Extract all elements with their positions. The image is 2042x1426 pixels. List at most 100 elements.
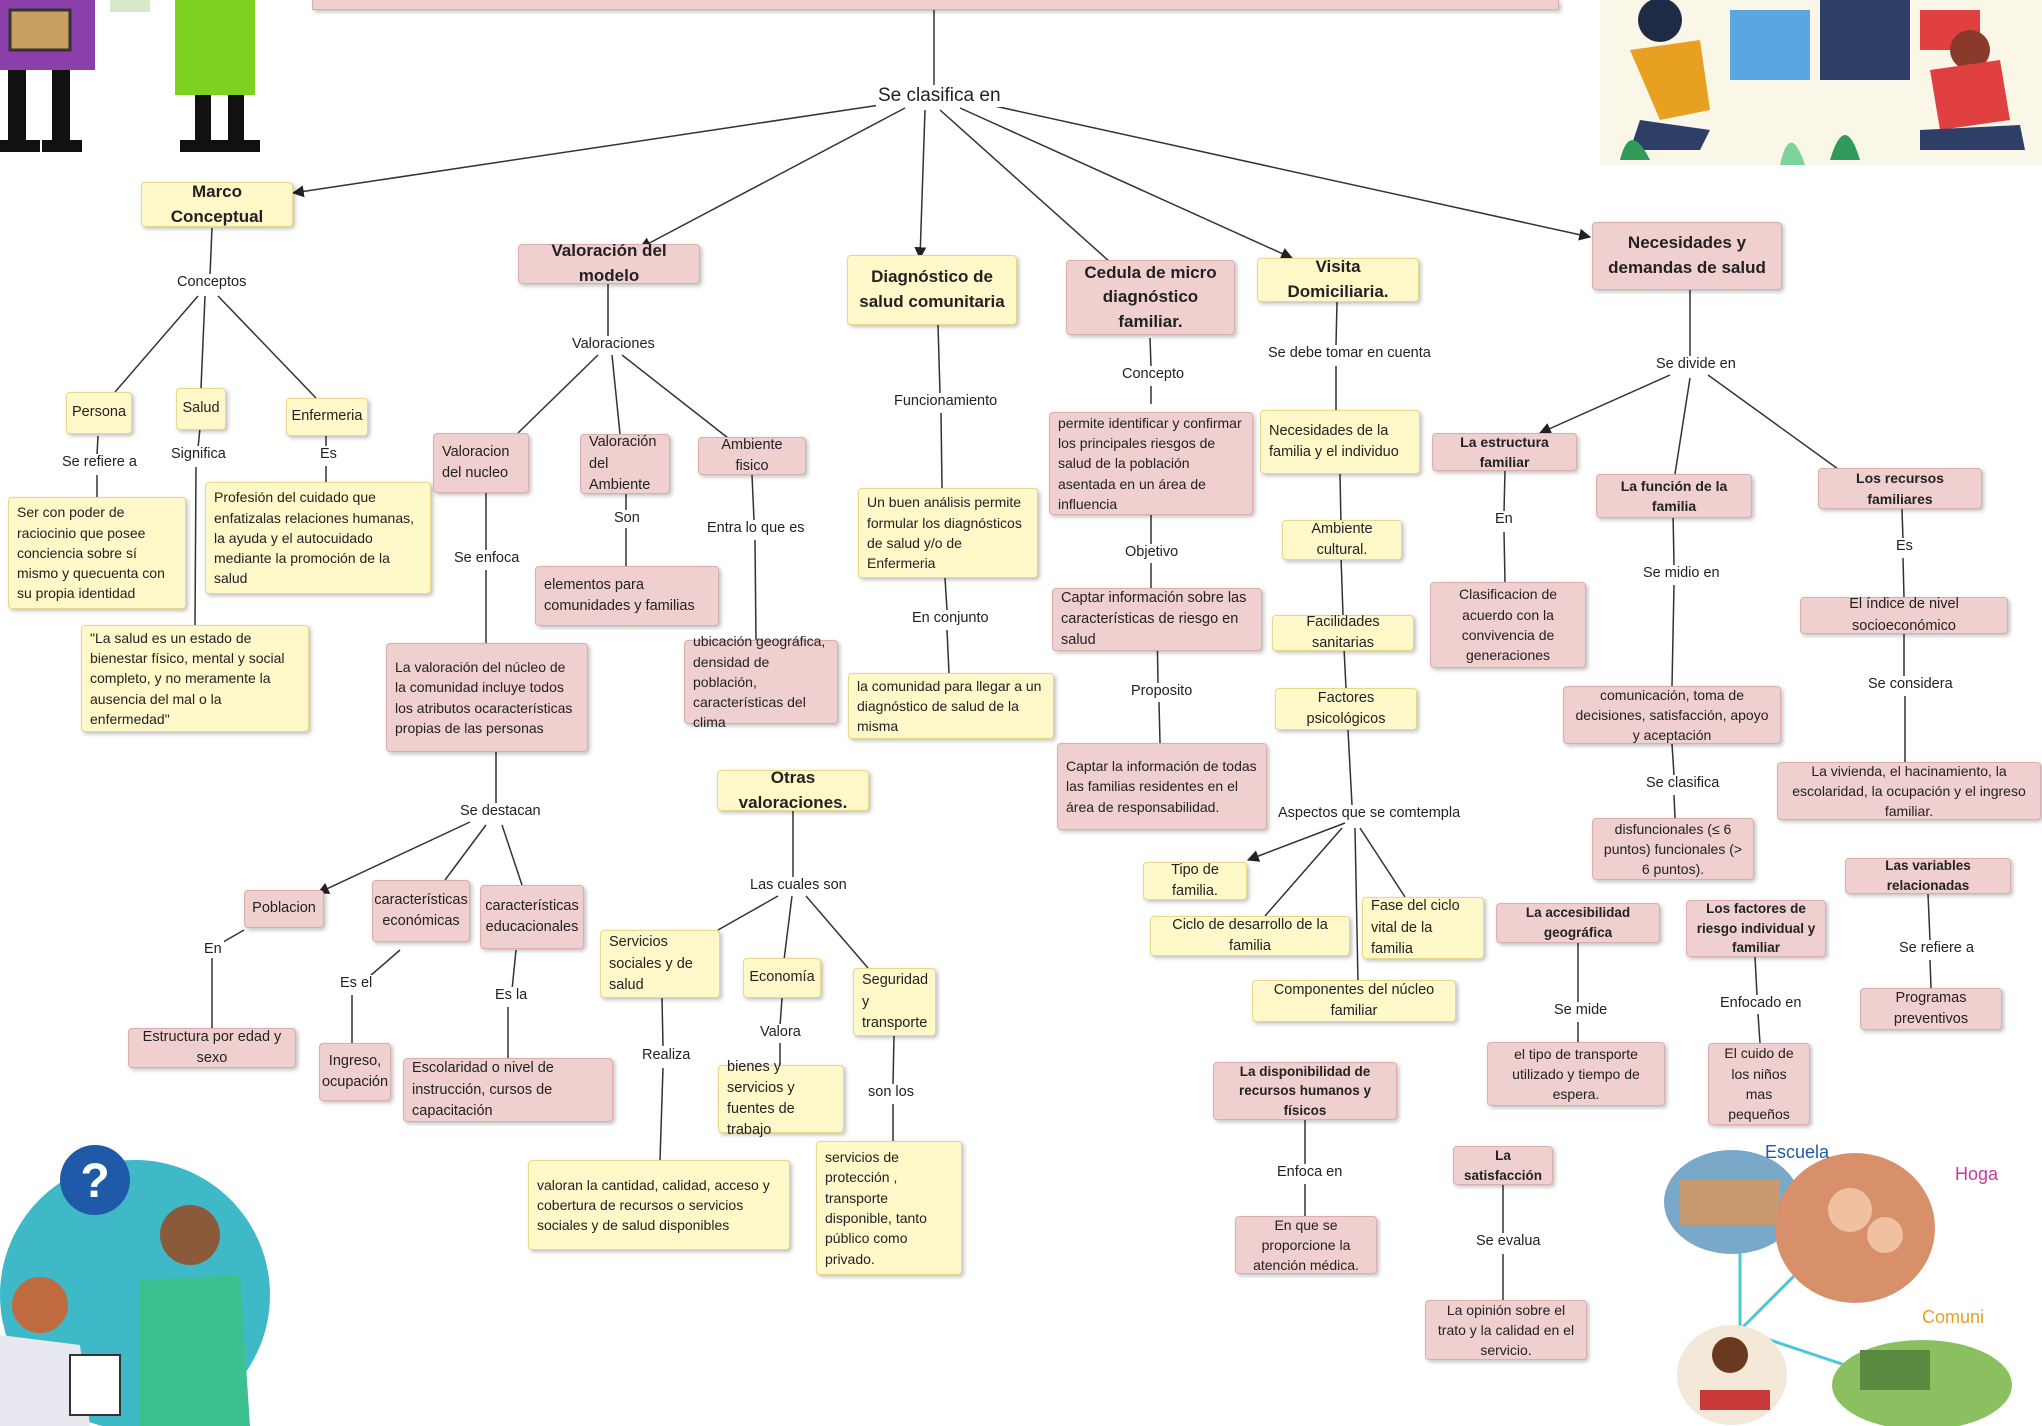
atencion-node: En que se proporcione la atención médica… — [1235, 1216, 1377, 1274]
aspectos-link-label: Aspectos que se comtempla — [1276, 805, 1463, 821]
captar-objetivo-node: Captar información sobre las característ… — [1052, 588, 1262, 651]
evalua-link-label: Se evalua — [1474, 1233, 1543, 1249]
enfermeria-node: Enfermeria — [286, 398, 368, 436]
enfoca-link-label: Se enfoca — [452, 550, 522, 566]
collage-school-home-community: Escuela Hoga Comuni — [1660, 1140, 2042, 1426]
mide-link-label: Se mide — [1552, 1002, 1610, 1018]
esla-link-label: Es la — [493, 987, 530, 1003]
illustration-people-top-left — [0, 0, 270, 152]
ubicacion-node: ubicación geográfica, densidad de poblac… — [684, 633, 838, 730]
otras-valoraciones-node: Otras valoraciones. — [717, 768, 869, 812]
marco-link-label: Conceptos — [175, 274, 249, 290]
marco-conceptual-node: Marco Conceptual — [141, 182, 293, 227]
persona-definition: Ser con poder de raciocinio que posee co… — [8, 497, 186, 609]
servicios-sociales-node: Servicios sociales y de salud — [600, 930, 720, 998]
visita-link-label: Se debe tomar en cuenta — [1266, 345, 1433, 361]
clasificacion-node: Clasificacion de acuerdo con la conviven… — [1430, 582, 1586, 668]
poblacion-node: Poblacion — [244, 890, 324, 928]
salud-definition: "La salud es un estado de bienestar físi… — [81, 625, 309, 732]
elementos-node: elementos para comunidades y familias — [535, 566, 719, 626]
vivienda-node: La vivienda, el hacinamiento, la escolar… — [1777, 762, 2041, 820]
conjunto-link-label: En conjunto — [910, 610, 991, 626]
ambiente-cultural-node: Ambiente cultural. — [1282, 520, 1402, 560]
recursos-familiares-node: Los recursos familiares — [1818, 468, 1982, 509]
cuales-link-label: Las cuales son — [748, 877, 849, 893]
diagnostico-node: Diagnóstico de salud comunitaria — [847, 255, 1017, 325]
tipo-familia-node: Tipo de familia. — [1143, 862, 1247, 900]
ambiente-fisico-node: Ambiente fisico — [698, 437, 806, 475]
diagnostico-definition: Un buen análisis permite formular los di… — [858, 488, 1038, 578]
recursos-es-link-label: Es — [1894, 538, 1915, 554]
illustration-consultation-bottom-left: ? — [0, 1105, 270, 1426]
necesidades-demandas-node: Necesidades y demandas de salud — [1592, 222, 1782, 290]
psicologicos-node: Factores psicológicos — [1275, 688, 1417, 730]
son-link-label: Son — [612, 510, 642, 526]
ingreso-node: Ingreso, ocupación — [319, 1043, 391, 1101]
opinion-node: La opinión sobre el trato y la calidad e… — [1425, 1300, 1587, 1360]
destacan-link-label: Se destacan — [458, 803, 543, 819]
cedula-definition: permite identificar y confirmar los prin… — [1049, 412, 1253, 515]
enfermeria-link-label: Es — [318, 446, 339, 462]
collage-school-label: Escuela — [1765, 1142, 1830, 1162]
realiza-link-label: Realiza — [640, 1047, 693, 1063]
cedula-node: Cedula de micro diagnóstico familiar. — [1066, 260, 1235, 335]
en-link-label: En — [202, 941, 224, 957]
funcionamiento-link-label: Funcionamiento — [892, 393, 1000, 409]
collage-home-label: Hoga — [1955, 1164, 1999, 1184]
proteccion-node: servicios de protección , transporte dis… — [816, 1141, 962, 1275]
collage-community-label: Comuni — [1922, 1307, 1984, 1327]
disponibilidad-node: La disponibilidad de recursos humanos y … — [1213, 1062, 1397, 1120]
valoracion-ambiente-node: Valoración del Ambiente — [580, 434, 670, 494]
concepto-link-label: Concepto — [1120, 366, 1187, 382]
factores-riesgo-node: Los factores de riesgo individual y fami… — [1686, 900, 1826, 957]
componentes-node: Componentes del núcleo familiar — [1252, 980, 1456, 1022]
objetivo-link-label: Objetivo — [1123, 544, 1181, 560]
entra-link-label: Entra lo que es — [705, 520, 807, 536]
illustration-puzzle-top-right — [1600, 0, 2042, 165]
valoracion-modelo-node: Valoración del modelo — [518, 241, 700, 285]
root-concept-box — [312, 0, 1559, 10]
nucleo-definition: La valoración del núcleo de la comunidad… — [386, 643, 588, 752]
comunicacion-node: comunicación, toma de decisiones, satisf… — [1563, 686, 1781, 744]
enfermeria-definition: Profesión del cuidado que enfatizalas re… — [205, 482, 431, 594]
valoraciones-link-label: Valoraciones — [570, 336, 657, 352]
programas-node: Programas preventivos — [1860, 988, 2002, 1030]
disfuncionales-node: disfuncionales (≤ 6 puntos) funcionales … — [1592, 818, 1754, 880]
enfocado-link-label: Enfocado en — [1718, 995, 1804, 1011]
proposito-link-label: Proposito — [1129, 683, 1195, 699]
clasifica-link-label: Se clasifica — [1644, 775, 1722, 791]
visita-node: Visita Domiciliaria. — [1257, 257, 1419, 302]
captar-proposito-node: Captar la información de todas las famil… — [1057, 743, 1267, 830]
comunidad-node: la comunidad para llegar a un diagnóstic… — [848, 673, 1054, 739]
valoran-node: valoran la cantidad, calidad, acceso y c… — [528, 1160, 790, 1250]
divide-link-label: Se divide en — [1654, 356, 1738, 372]
estructura-en-link-label: En — [1493, 511, 1515, 527]
estructura-familiar-node: La estructura familiar — [1432, 433, 1577, 471]
bienes-node: bienes y servicios y fuentes de trabajo — [718, 1059, 844, 1138]
ciclo-node: Ciclo de desarrollo de la familia — [1150, 916, 1350, 956]
satisfaccion-node: La satisfacción — [1453, 1146, 1553, 1185]
enfoca-link-label: Enfoca en — [1275, 1164, 1345, 1180]
economia-node: Economía — [743, 958, 821, 998]
funcion-familia-node: La función de la familia — [1596, 474, 1752, 518]
salud-node: Salud — [176, 388, 226, 430]
facilidades-node: Facilidades sanitarias — [1272, 614, 1414, 651]
necesidades-familia-node: Necesidades de la familia y el individuo — [1260, 410, 1420, 474]
variables-node: Las variables relacionadas — [1845, 858, 2011, 894]
indice-node: El índice de nivel socioeconómico — [1800, 596, 2008, 634]
educacionales-node: características educacionales — [480, 885, 584, 949]
estructura-edad-node: Estructura por edad y sexo — [128, 1028, 296, 1068]
valora-link-label: Valora — [758, 1024, 803, 1040]
svg-text:?: ? — [80, 1155, 109, 1208]
salud-link-label: Significa — [169, 446, 228, 462]
accesibilidad-node: La accesibilidad geográfica — [1496, 903, 1660, 943]
refiere-link-label: Se refiere a — [1897, 940, 1976, 956]
economicas-node: características económicas — [372, 880, 470, 942]
seguridad-node: Seguridad y transporte — [853, 968, 936, 1036]
fase-ciclo-node: Fase del ciclo vital de la familia — [1362, 897, 1484, 959]
transporte-node: el tipo de transporte utilizado y tiempo… — [1487, 1042, 1665, 1106]
persona-node: Persona — [66, 392, 132, 434]
valoracion-nucleo-node: Valoracion del nucleo — [433, 433, 529, 493]
cuido-node: El cuido de los niños mas pequeños — [1708, 1043, 1810, 1125]
